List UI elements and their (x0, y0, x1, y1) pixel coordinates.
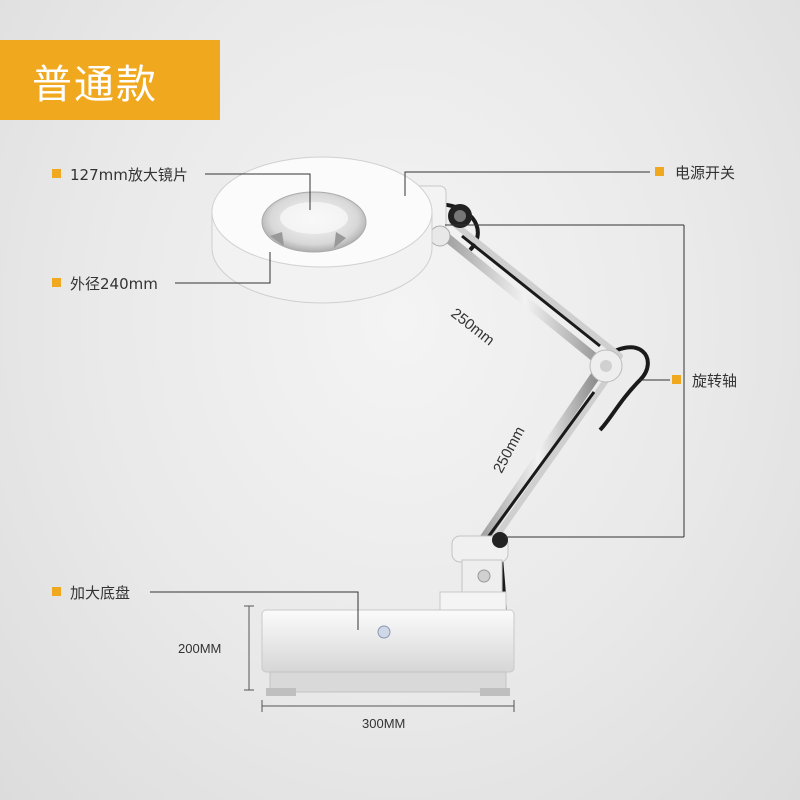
banner-title: 普通款 (32, 62, 158, 108)
bullet-power-switch (655, 167, 664, 176)
label-power-switch: 电源开关 (675, 164, 736, 182)
elbow-joint (589, 349, 623, 383)
base-width-dimension: 300MM (362, 716, 406, 731)
bullet-diameter (52, 278, 61, 287)
dimension-lines (244, 605, 515, 712)
lamp-head (211, 156, 433, 304)
bullet-base (52, 587, 61, 596)
lower-arm (473, 367, 615, 553)
label-lens: 127mm放大镜片 (70, 166, 188, 184)
label-diameter: 外径240mm (70, 275, 158, 293)
upper-arm (435, 219, 623, 375)
label-rotation-axis: 旋转轴 (692, 372, 738, 390)
title-banner: 普通款 (0, 40, 220, 120)
bullet-rotation-axis (672, 375, 681, 384)
bullet-lens (52, 169, 61, 178)
base-height-dimension: 200MM (178, 641, 222, 656)
lamp-base (261, 609, 515, 696)
callout-lines (150, 171, 685, 630)
label-base: 加大底盘 (70, 584, 131, 602)
